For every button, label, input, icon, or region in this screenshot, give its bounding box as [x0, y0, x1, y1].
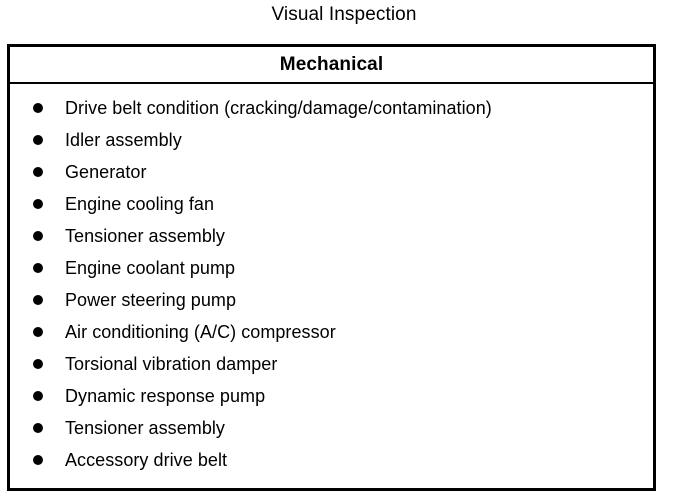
table-header-label: Mechanical — [279, 53, 384, 75]
list-item-label: Tensioner assembly — [65, 418, 225, 438]
bullet-icon — [33, 199, 43, 209]
list-item: Idler assembly — [10, 124, 653, 156]
list-item: Accessory drive belt — [10, 444, 653, 476]
list-item: Drive belt condition (cracking/damage/co… — [10, 92, 653, 124]
bullet-icon — [33, 263, 43, 273]
bullet-icon — [33, 231, 43, 241]
page-title: Visual Inspection — [271, 4, 417, 25]
list-item-label: Drive belt condition (cracking/damage/co… — [65, 98, 492, 118]
bullet-icon — [33, 103, 43, 113]
list-item: Air conditioning (A/C) compressor — [10, 316, 653, 348]
list-item-label: Generator — [65, 162, 147, 182]
list-item-label: Accessory drive belt — [65, 450, 228, 470]
list-item-label: Torsional vibration damper — [65, 354, 278, 374]
bullet-icon — [33, 423, 43, 433]
mechanical-inspection-table: Mechanical Drive belt condition (crackin… — [7, 44, 656, 491]
list-item: Power steering pump — [10, 284, 653, 316]
list-item: Dynamic response pump — [10, 380, 653, 412]
table-body: Drive belt condition (cracking/damage/co… — [10, 84, 653, 476]
list-item-label: Engine cooling fan — [65, 194, 215, 214]
list-item-label: Tensioner assembly — [65, 226, 225, 246]
list-item-label: Idler assembly — [65, 130, 182, 150]
bullet-icon — [33, 135, 43, 145]
bullet-icon — [33, 391, 43, 401]
table-header-row: Mechanical — [10, 47, 653, 84]
list-item: Engine coolant pump — [10, 252, 653, 284]
list-item: Tensioner assembly — [10, 412, 653, 444]
bullet-icon — [33, 167, 43, 177]
list-item: Engine cooling fan — [10, 188, 653, 220]
list-item-label: Engine coolant pump — [65, 258, 236, 278]
list-item: Tensioner assembly — [10, 220, 653, 252]
list-item-label: Dynamic response pump — [65, 386, 266, 406]
inspection-checklist: Drive belt condition (cracking/damage/co… — [10, 92, 653, 476]
list-item-label: Power steering pump — [65, 290, 237, 310]
list-item: Torsional vibration damper — [10, 348, 653, 380]
list-item: Generator — [10, 156, 653, 188]
list-item-label: Air conditioning (A/C) compressor — [65, 322, 336, 342]
bullet-icon — [33, 327, 43, 337]
bullet-icon — [33, 455, 43, 465]
bullet-icon — [33, 295, 43, 305]
bullet-icon — [33, 359, 43, 369]
